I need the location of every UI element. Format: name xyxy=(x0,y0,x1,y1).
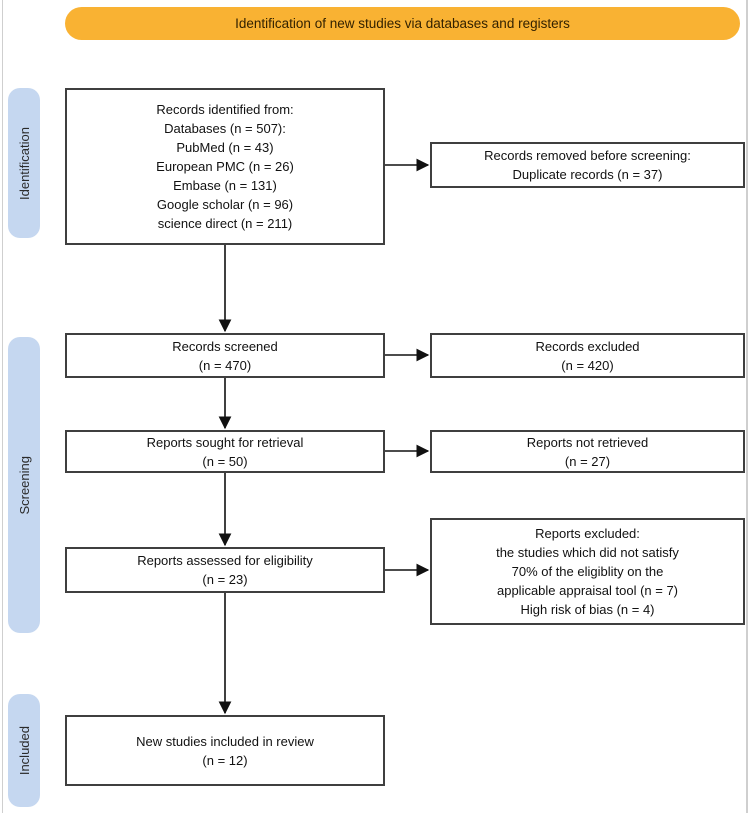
text-line: Reports assessed for eligibility xyxy=(137,553,313,568)
stage-tab-included: Included xyxy=(8,694,40,807)
text-line: applicable appraisal tool (n = 7) xyxy=(496,583,679,598)
text-line: Reports excluded: xyxy=(535,526,640,541)
text-line: (n = 420) xyxy=(561,357,614,373)
stage-label-screening: Screening xyxy=(16,455,32,515)
text-line: PubMed (n = 43) xyxy=(176,140,274,155)
stage-tab-identification: Identification xyxy=(8,88,40,238)
text-line: European PMC (n = 26) xyxy=(156,159,294,174)
text-line: Records excluded xyxy=(535,338,640,354)
text-line: Reports not retrieved xyxy=(526,434,649,450)
text-line: Records identified from: xyxy=(156,102,294,117)
box-new-studies-included-in-review: New studies included in review (n = 12) xyxy=(65,715,385,786)
box-records-removed-before-screening: Records removed before screening: Duplica… xyxy=(430,142,745,188)
box-records-excluded: Records excluded (n = 420) xyxy=(430,333,745,378)
text-line: Google scholar (n = 96) xyxy=(156,197,294,212)
box-records-identified: Records identified from: Databases (n = 5… xyxy=(65,88,385,245)
banner-label: Identification of new studies via databa… xyxy=(235,16,570,31)
left-frame-line xyxy=(2,0,3,813)
text-line: (n = 470) xyxy=(198,357,252,373)
text-line: (n = 12) xyxy=(202,752,248,768)
right-frame-line xyxy=(746,0,748,813)
banner-title: Identification of new studies via databa… xyxy=(65,7,740,40)
stage-label-included: Included xyxy=(16,725,32,776)
box-reports-assessed-for-eligibility: Reports assessed for eligibility (n = 23) xyxy=(65,547,385,593)
stage-tab-screening: Screening xyxy=(8,337,40,633)
text-line: 70% of the eligiblity on the xyxy=(511,564,664,579)
text-line: Databases (n = 507): xyxy=(164,121,286,136)
text-line: High risk of bias (n = 4) xyxy=(520,602,655,617)
text-line: Records screened xyxy=(172,338,278,354)
stage-label-identification: Identification xyxy=(16,126,32,200)
text-line: New studies included in review xyxy=(136,733,314,749)
text-line: (n = 23) xyxy=(202,572,248,587)
box-reports-sought-for-retrieval: Reports sought for retrieval (n = 50) xyxy=(65,430,385,473)
box-records-screened: Records screened (n = 470) xyxy=(65,333,385,378)
box-reports-excluded: Reports excluded: the studies which did n… xyxy=(430,518,745,625)
text-line: science direct (n = 211) xyxy=(157,216,293,231)
box-reports-not-retrieved: Reports not retrieved (n = 27) xyxy=(430,430,745,473)
text-line: Embase (n = 131) xyxy=(173,178,277,193)
text-line: the studies which did not satisfy xyxy=(496,545,679,560)
text-line: Records removed before screening: xyxy=(484,148,691,163)
text-line: (n = 50) xyxy=(202,453,248,469)
text-line: Duplicate records (n = 37) xyxy=(512,167,663,182)
text-line: (n = 27) xyxy=(564,453,611,469)
text-line: Reports sought for retrieval xyxy=(146,434,304,450)
